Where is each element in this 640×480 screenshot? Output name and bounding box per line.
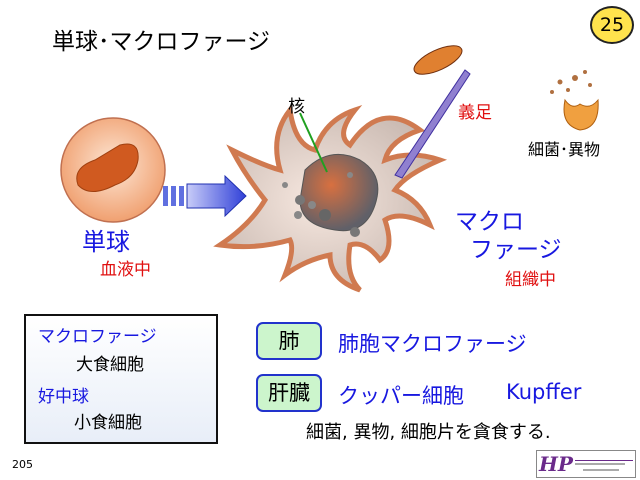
- publisher-logo: HP: [536, 450, 636, 478]
- liver-cell-name: クッパー細胞: [338, 384, 464, 408]
- bacteria-label: 細菌･異物: [528, 140, 601, 159]
- legend-term-neutrophil: 好中球: [38, 387, 89, 407]
- slide-number-badge: 25: [590, 6, 634, 44]
- pseudopod-label: 義足: [458, 103, 492, 123]
- nucleus-label: 核: [288, 97, 305, 117]
- phagocytosis-note: 細菌, 異物, 細胞片を貪食する.: [306, 422, 551, 443]
- lung-cell-name: 肺胞マクロファージ: [338, 332, 527, 356]
- organ-tag-lung: 肺: [256, 322, 322, 360]
- debris-icon: [550, 70, 599, 131]
- legend-translation-macrophage: 大食細胞: [76, 355, 144, 375]
- organ-tag-liver: 肝臓: [256, 374, 322, 412]
- transform-arrow: [163, 174, 247, 218]
- liver-cell-english: Kupffer: [506, 380, 582, 404]
- pseudopod: [394, 69, 471, 179]
- macrophage-cell: [213, 103, 448, 293]
- macrophage-location: 組織中: [505, 270, 556, 290]
- slide-title: 単球･マクロファージ: [52, 29, 271, 55]
- legend-translation-neutrophil: 小食細胞: [74, 413, 142, 433]
- macrophage-label-2: ファージ: [470, 237, 562, 263]
- macrophage-label-1: マクロ: [455, 209, 524, 235]
- page-number: 205: [12, 458, 33, 471]
- bacterium-icon: [413, 45, 463, 75]
- monocyte-location: 血液中: [100, 260, 151, 280]
- legend-term-macrophage: マクロファージ: [38, 327, 157, 347]
- legend-box: マクロファージ 大食細胞 好中球 小食細胞: [24, 314, 218, 444]
- nucleus-pointer: [299, 112, 328, 173]
- monocyte-label: 単球: [82, 228, 130, 256]
- monocyte-cell: [60, 117, 166, 223]
